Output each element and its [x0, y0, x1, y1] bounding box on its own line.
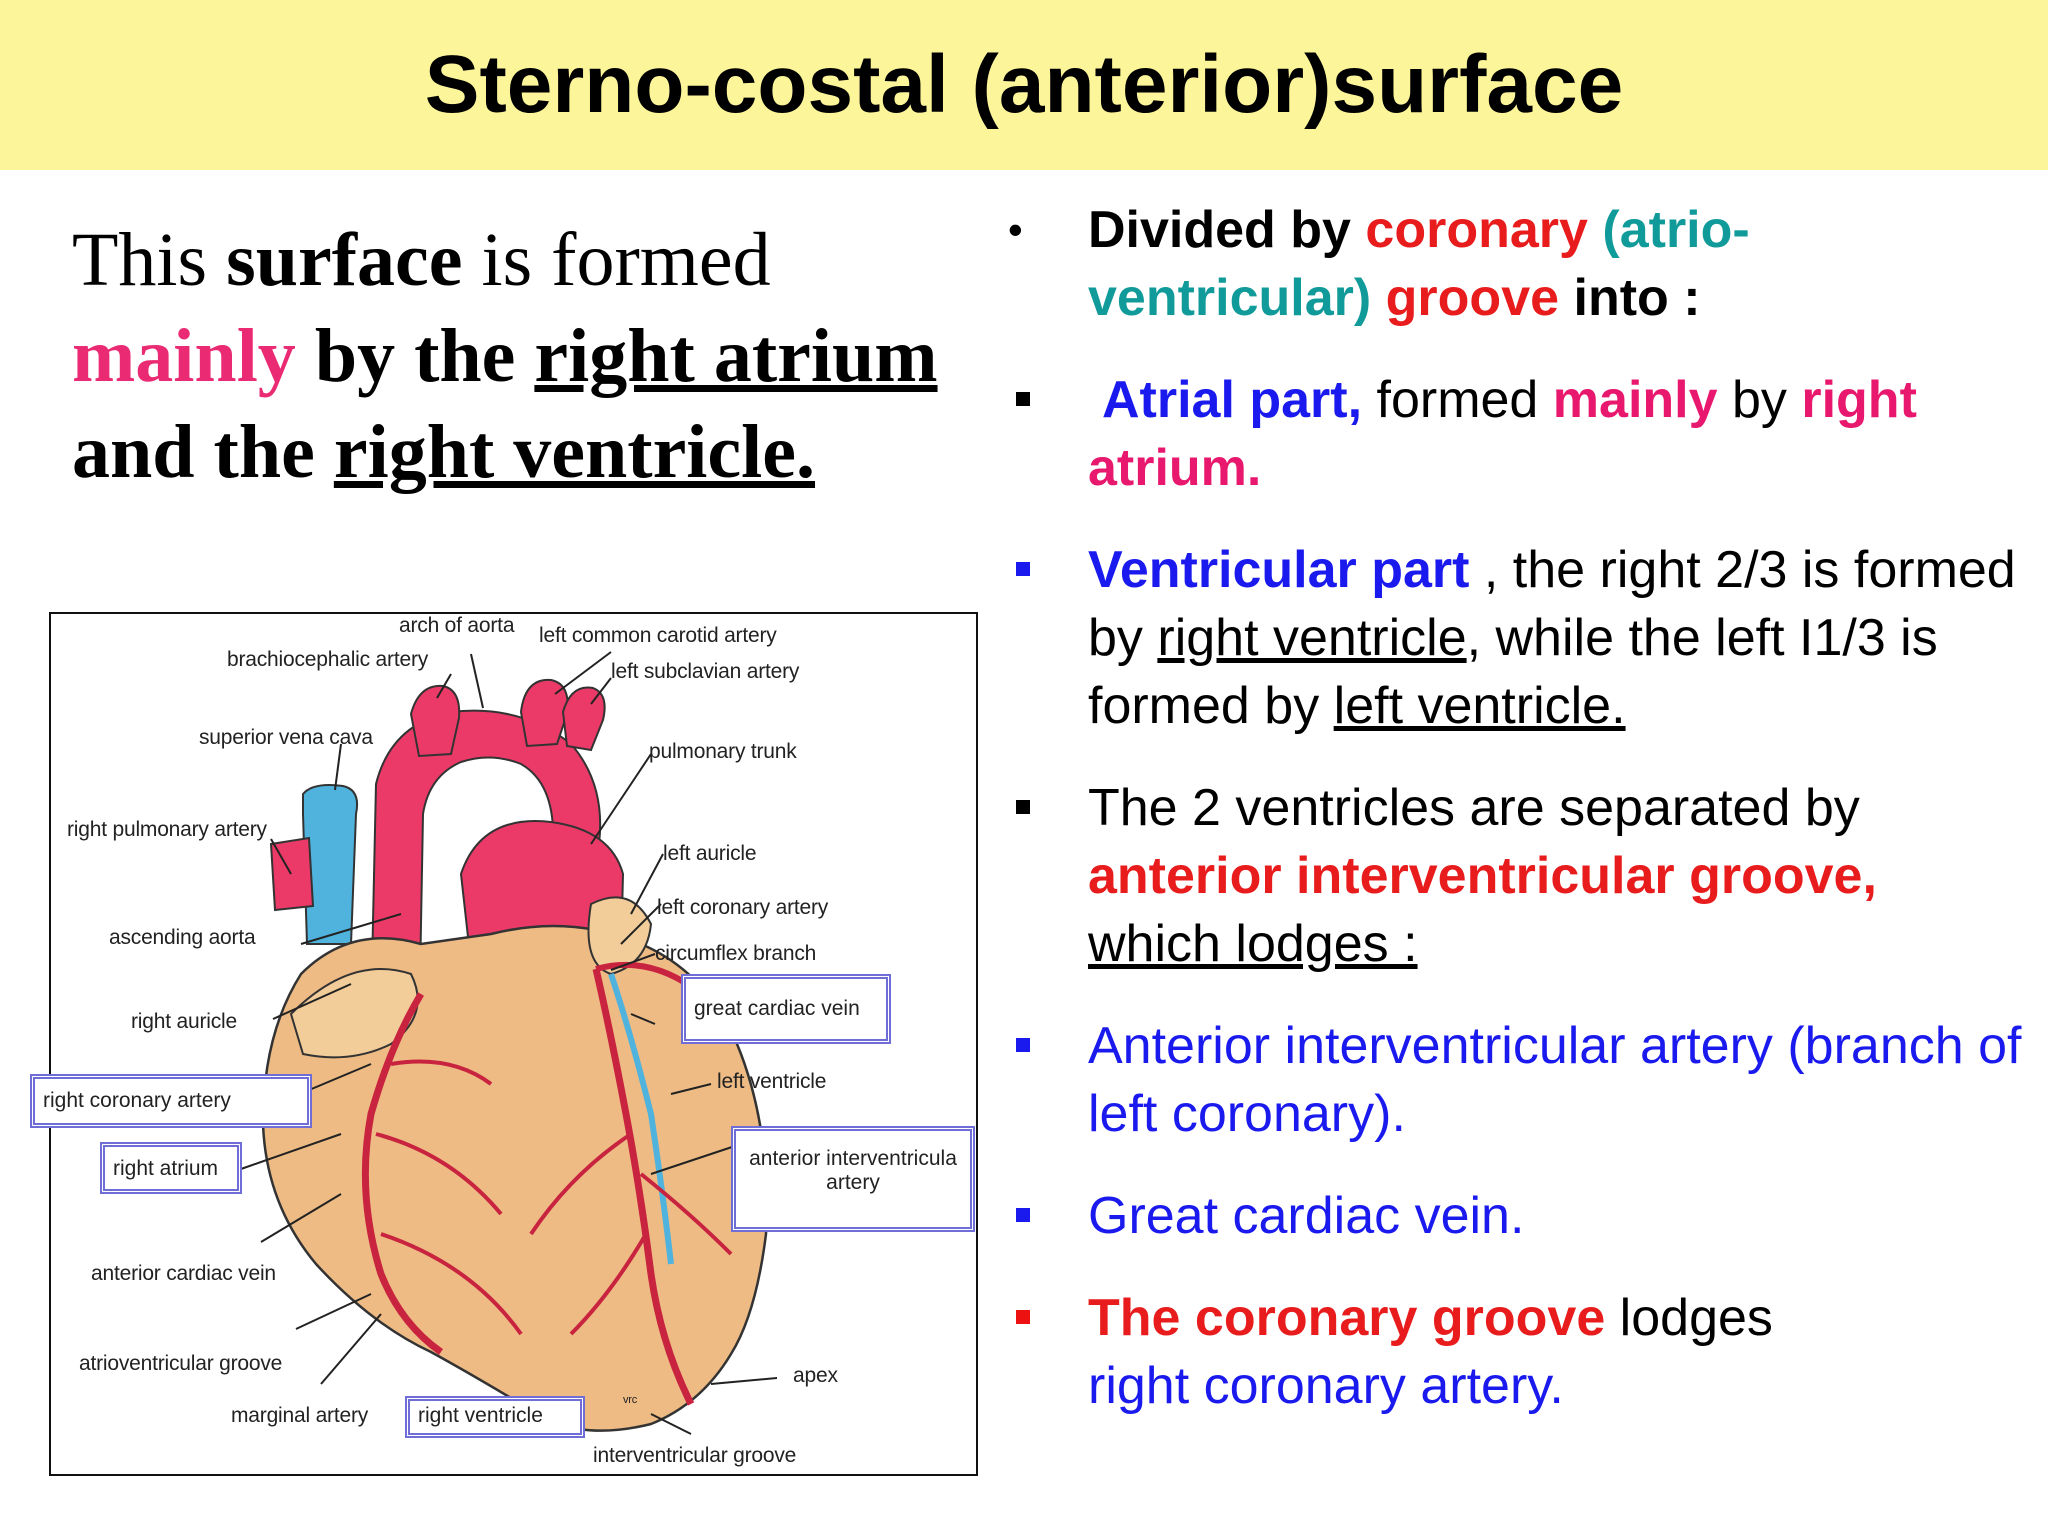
- label-pulmonary-trunk: pulmonary trunk: [649, 740, 797, 763]
- intro-right-ventricle: right ventricle.: [333, 410, 816, 494]
- b3-text2: , while the left I1/3 is formed by: [1088, 609, 1938, 735]
- label-left-ventricle: left ventricle: [717, 1070, 827, 1093]
- slide-title: Sterno-costal (anterior)surface: [424, 39, 1624, 130]
- b3-left-ventricle: left ventricle.: [1333, 677, 1626, 735]
- bullet-3: Ventricular part , the right 2/3 is form…: [1008, 536, 2028, 740]
- label-arch-of-aorta: arch of aorta: [399, 614, 515, 637]
- label-circumflex-branch: circumflex branch: [655, 942, 817, 965]
- lad-artery-path: [592, 968, 695, 1406]
- bullet-1: • Divided by coronary (atrio-ventricular…: [1008, 196, 2028, 332]
- label-left-subclavian: left subclavian artery: [611, 660, 800, 683]
- b2-by: by: [1717, 371, 1802, 429]
- b1-into: into :: [1559, 269, 1701, 327]
- label-interventricular-groove: interventricular groove: [593, 1444, 797, 1467]
- label-superior-vena-cava: superior vena cava: [199, 726, 373, 749]
- b6-great-cardiac-vein: Great cardiac vein.: [1088, 1187, 1525, 1245]
- intro-t3: is formed: [462, 218, 771, 302]
- bullet-dot-glyph: •: [1008, 206, 1023, 253]
- b7-right-coronary-artery: right coronary artery.: [1088, 1357, 1564, 1415]
- label-anterior-interventricular-line2: artery: [826, 1171, 880, 1194]
- b4-which-lodges: which lodges :: [1088, 915, 1418, 973]
- label-apex: apex: [793, 1364, 838, 1387]
- b5-anterior-interventricular-artery: Anterior interventricular artery (branch…: [1088, 1017, 2022, 1143]
- branch-5: [639, 1172, 733, 1256]
- label-right-ventricle: right ventricle: [405, 1396, 585, 1438]
- bullet-list: • Divided by coronary (atrio-ventricular…: [1008, 196, 2028, 1454]
- label-left-common-carotid: left common carotid artery: [539, 624, 777, 647]
- label-left-auricle: left auricle: [663, 842, 757, 865]
- label-vrc: vrc: [623, 1394, 638, 1406]
- bullet-4: The 2 ventricles are separated by anteri…: [1008, 774, 2028, 978]
- branch-3: [529, 1132, 633, 1236]
- left-auricle-shape: [587, 896, 653, 976]
- b1-coronary: coronary: [1365, 201, 1588, 259]
- intro-surface: surface: [226, 218, 463, 302]
- brachiocephalic-shape: [409, 684, 461, 758]
- bullet-5: Anterior interventricular artery (branch…: [1008, 1012, 2028, 1148]
- b1-divided-by: Divided by: [1088, 201, 1366, 259]
- b7-coronary-groove: The coronary groove: [1088, 1289, 1606, 1347]
- label-ascending-aorta: ascending aorta: [109, 926, 256, 949]
- b4-text1: The 2 ventricles are separated by: [1088, 779, 1860, 837]
- bullet-2: Atrial part, formed mainly by right atri…: [1008, 366, 2028, 502]
- b3-ventricular-part: Ventricular part: [1088, 541, 1470, 599]
- branch-2: [380, 1232, 523, 1336]
- bullet-6: Great cardiac vein.: [1008, 1182, 2028, 1250]
- b3-right-ventricle: right ventricle: [1157, 609, 1467, 667]
- label-atrioventricular-groove: atrioventricular groove: [79, 1352, 283, 1375]
- heart-diagram: arch of aorta left common carotid artery…: [49, 612, 978, 1476]
- b7-lodges: lodges: [1605, 1289, 1773, 1347]
- leader-lines: [240, 651, 778, 1435]
- b2-atrial-part: Atrial part,: [1102, 371, 1363, 429]
- label-marginal-artery: marginal artery: [231, 1404, 369, 1427]
- intro-mainly: mainly: [72, 314, 296, 398]
- intro-t7: and the: [72, 410, 334, 494]
- intro-t1: This: [72, 218, 227, 302]
- intro-t5: by the: [295, 314, 535, 398]
- left-subclavian-shape: [561, 686, 606, 752]
- intro-text: This surface is formed mainly by the righ…: [72, 212, 972, 500]
- label-right-pulmonary-artery: right pulmonary artery: [67, 818, 267, 841]
- intro-right-atrium: right atrium: [534, 314, 938, 398]
- branch-1: [375, 1132, 503, 1216]
- b1-atrioventricular: (atrio-ventricular): [1088, 201, 1750, 327]
- bullet-7: The coronary groove lodges right coronar…: [1008, 1284, 2028, 1420]
- label-right-atrium: right atrium: [100, 1142, 242, 1194]
- superior-vena-cava-shape: [302, 784, 359, 945]
- label-right-coronary-artery: right coronary artery: [30, 1074, 312, 1128]
- branch-4: [569, 1232, 648, 1336]
- label-right-auricle: right auricle: [131, 1010, 237, 1033]
- b3-text1: , the right 2/3 is formed by: [1088, 541, 2016, 667]
- label-left-coronary-artery: left coronary artery: [657, 896, 829, 919]
- label-anterior-interventricular-line1: anterior interventricula: [749, 1147, 957, 1170]
- right-coronary-artery-path: [361, 992, 444, 1355]
- b2-right-atrium: right atrium.: [1088, 371, 1917, 497]
- great-cardiac-vein-path: [608, 973, 674, 1265]
- b2-formed: formed: [1362, 371, 1553, 429]
- b1-groove: groove: [1371, 269, 1560, 327]
- label-anterior-cardiac-vein: anterior cardiac vein: [91, 1262, 276, 1285]
- branch-6: [390, 1059, 493, 1086]
- label-great-cardiac-vein: great cardiac vein: [681, 974, 891, 1044]
- heart-illustration: [240, 651, 778, 1435]
- label-brachiocephalic: brachiocephalic artery: [227, 648, 429, 671]
- title-bar: Sterno-costal (anterior)surface: [0, 0, 2048, 170]
- b2-mainly: mainly: [1552, 371, 1718, 429]
- b4-anterior-groove: anterior interventricular groove,: [1088, 847, 1877, 905]
